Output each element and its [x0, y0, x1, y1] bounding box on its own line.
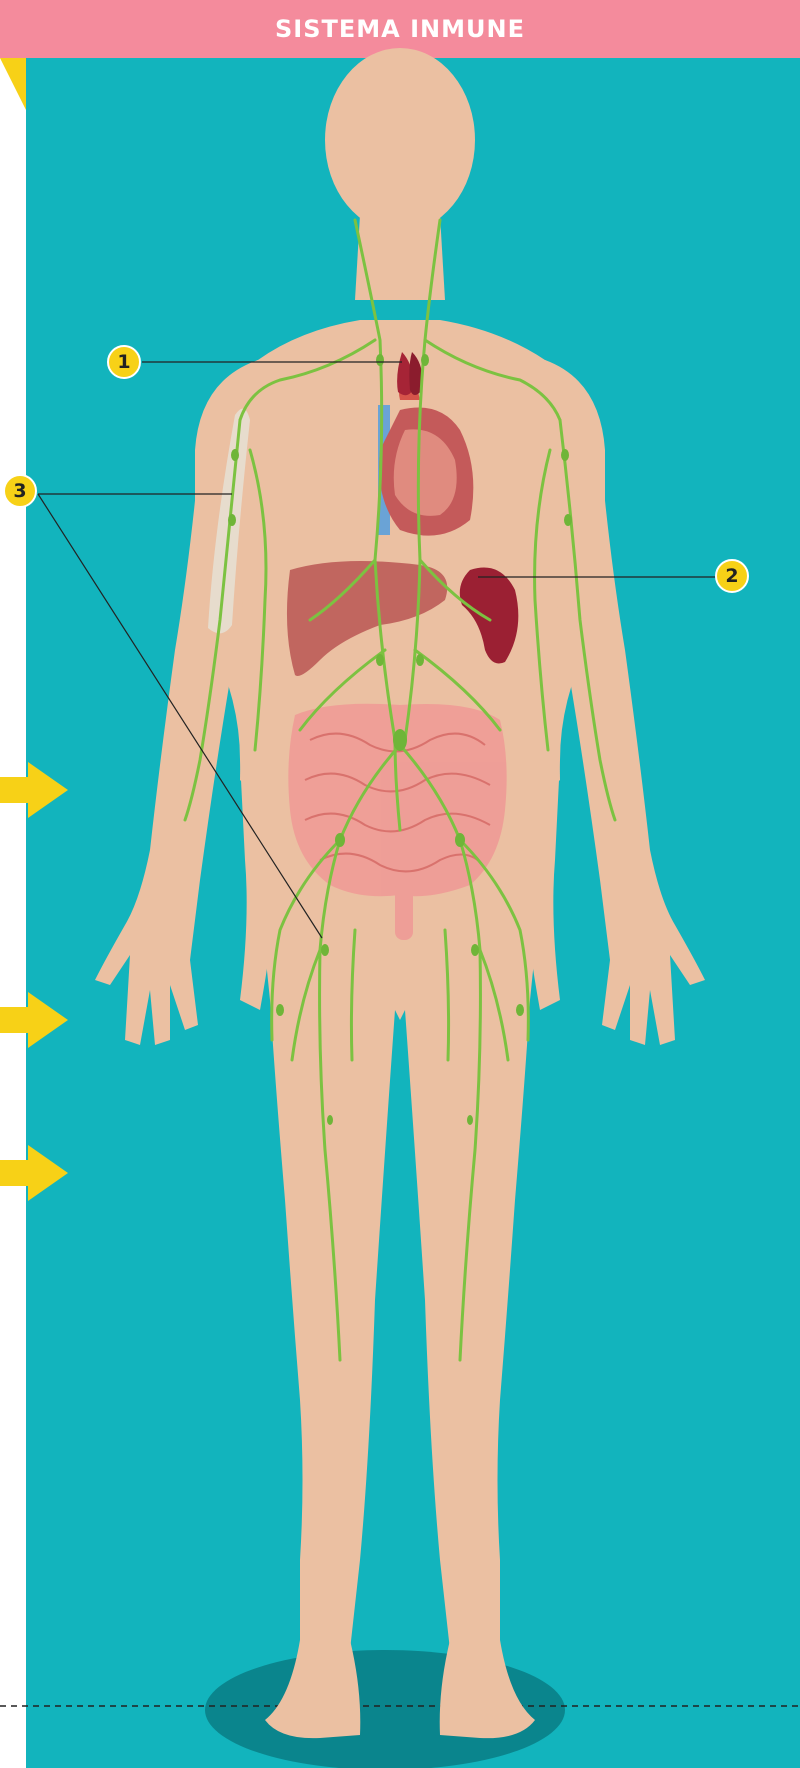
arrow-right-icon [0, 992, 68, 1048]
arrow-right-icon [0, 1145, 68, 1201]
label-number: 2 [725, 565, 738, 587]
label-number: 1 [117, 351, 130, 373]
corner-triangle [0, 58, 26, 110]
arrow-right-icon [0, 762, 68, 818]
label-number: 3 [13, 480, 26, 502]
side-arrows [0, 762, 68, 1201]
label-badge-1: 1 [107, 345, 141, 379]
label-badge-3: 3 [3, 474, 37, 508]
label-badge-2: 2 [715, 559, 749, 593]
